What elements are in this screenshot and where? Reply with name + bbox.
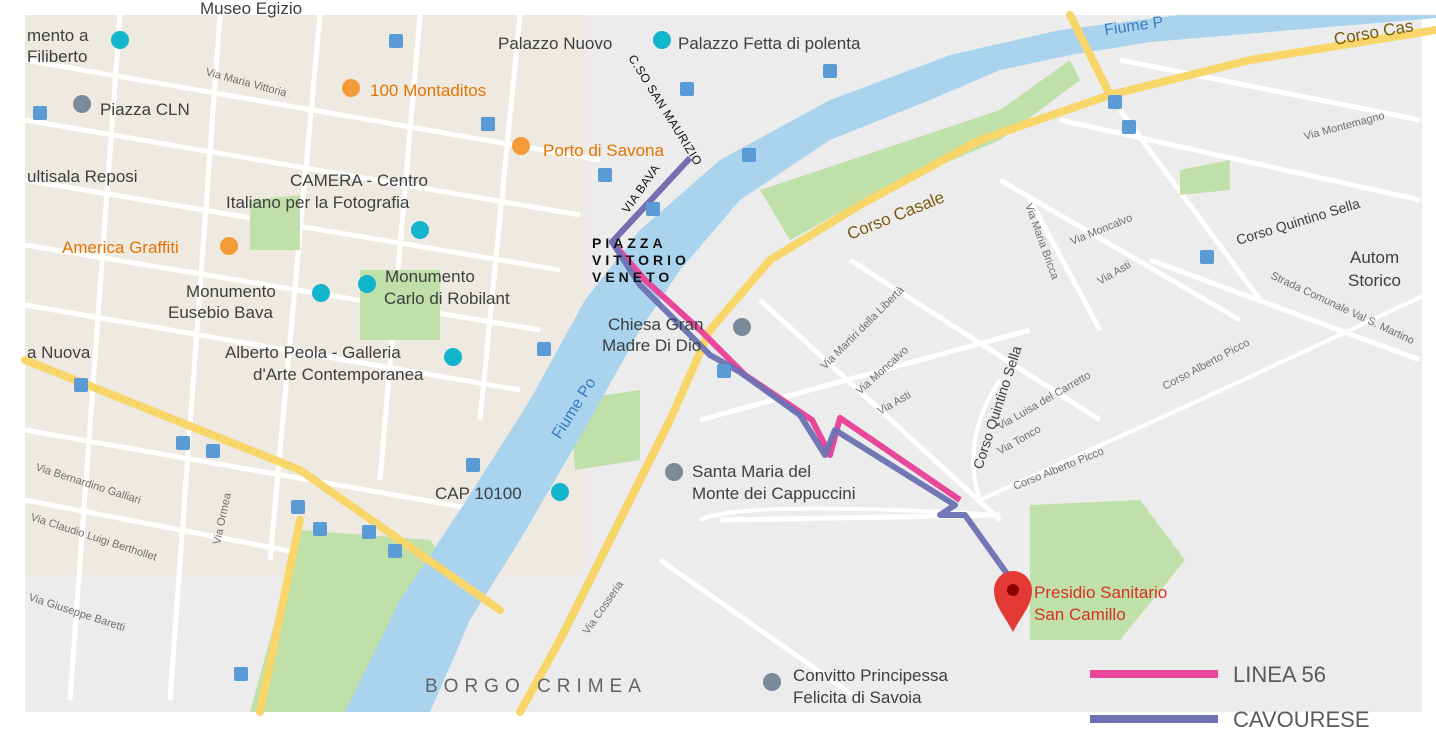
poi-label: Piazza CLN	[100, 100, 190, 119]
poi-label: Porto di Savona	[543, 141, 665, 160]
district-label: BORGO CRIMEA	[425, 676, 647, 697]
major-roads	[21, 11, 1436, 716]
river-po	[345, 15, 1436, 712]
square-label: PIAZZA	[592, 235, 667, 251]
poi-label: Palazzo Fetta di polenta	[678, 34, 861, 53]
poi-label: Chiesa Gran	[608, 315, 703, 334]
poi-label: Eusebio Bava	[168, 303, 273, 322]
poi-label: Storico	[1348, 271, 1401, 290]
poi-label: Filiberto	[27, 47, 87, 66]
bar-icon	[220, 237, 238, 255]
poi-label: Autom	[1350, 248, 1399, 267]
poi-label: CAMERA - Centro	[290, 171, 428, 190]
gallery-icon	[444, 348, 462, 366]
monument-icon	[358, 275, 376, 293]
poi-label: Palazzo Nuovo	[498, 34, 612, 53]
poi-label: Monumento	[186, 282, 276, 301]
museum-icon	[653, 31, 671, 49]
poi-label: CAP 10100	[435, 484, 522, 503]
poi-label: mento a	[27, 26, 89, 45]
place-icon	[763, 673, 781, 691]
street-grid	[24, 14, 1421, 703]
place-icon	[73, 95, 91, 113]
square-label: VITTORIO	[592, 252, 690, 268]
poi-label: Alberto Peola - Galleria	[225, 343, 401, 362]
church-icon	[665, 463, 683, 481]
legend-label: LINEA 56	[1233, 662, 1326, 687]
hospital-marker-icon[interactable]	[994, 571, 1032, 632]
poi-label: Presidio Sanitario	[1034, 583, 1167, 602]
square-label: VENETO	[592, 269, 673, 285]
poi-label: Museo Egizio	[200, 0, 302, 18]
monument-icon	[312, 284, 330, 302]
secondary-roads	[699, 288, 1436, 522]
poi-label: Convitto Principessa	[793, 666, 949, 685]
poi-label: Santa Maria del	[692, 462, 811, 481]
poi-label: Italiano per la Fotografia	[226, 193, 410, 212]
poi-label: Madre Di Dio	[602, 336, 701, 355]
museum-icon	[111, 31, 129, 49]
poi-label: 100 Montaditos	[370, 81, 486, 100]
museum-icon	[411, 221, 429, 239]
poi-label: Monumento	[385, 267, 475, 286]
transit-icons	[33, 34, 1214, 681]
poi-label: America Graffiti	[62, 238, 179, 257]
route-cavourese	[609, 155, 1013, 580]
poi-label: a Nuova	[27, 343, 91, 362]
church-icon	[733, 318, 751, 336]
poi-label: Felicita di Savoia	[793, 688, 922, 707]
legend-label: CAVOURESE	[1233, 707, 1370, 729]
legend-swatch-cavourese	[1090, 715, 1218, 723]
poi-label: d'Arte Contemporanea	[253, 365, 424, 384]
legend: LINEA 56 CAVOURESE	[1090, 662, 1370, 729]
poi-icons	[73, 31, 781, 691]
poi-label: ultisala Reposi	[27, 167, 138, 186]
poi-label: San Camillo	[1034, 605, 1126, 624]
restaurant-icon	[342, 79, 360, 97]
poi-label: Carlo di Robilant	[384, 289, 510, 308]
restaurant-icon	[512, 137, 530, 155]
venue-icon	[551, 483, 569, 501]
legend-swatch-linea-56	[1090, 670, 1218, 678]
poi-label: Monte dei Cappuccini	[692, 484, 855, 503]
